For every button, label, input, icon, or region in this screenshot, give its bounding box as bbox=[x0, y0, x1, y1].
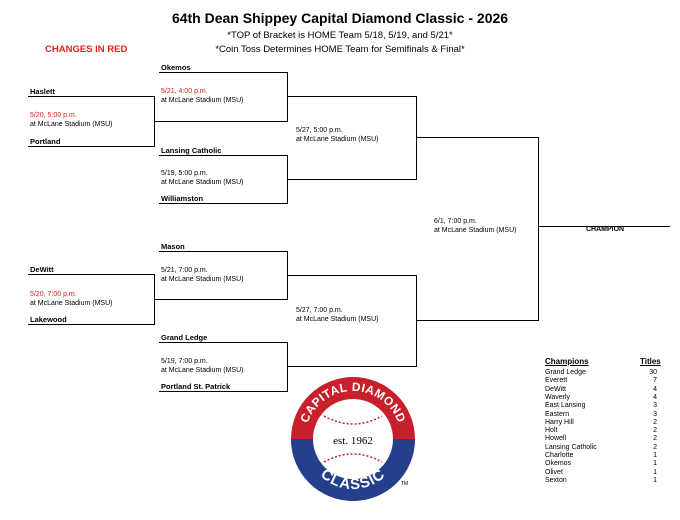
champions-row: Holt 2 bbox=[545, 427, 657, 436]
game-date: 5/21, 4:00 p.m. bbox=[161, 88, 208, 95]
subtitle-coin-toss: *Coin Toss Determines HOME Team for Semi… bbox=[215, 44, 465, 55]
champion-titles: 4 bbox=[653, 385, 657, 393]
champion-name: Holt bbox=[545, 427, 558, 435]
game-venue: at McLane Stadium (MSU) bbox=[296, 315, 379, 323]
team-haslett: Haslett bbox=[30, 87, 56, 96]
champion-name: Sexton bbox=[545, 476, 567, 484]
champion-name: East Lansing bbox=[545, 402, 586, 410]
game-info-r1b: 5/20, 7:00 p.m. at McLane Stadium (MSU) bbox=[30, 291, 112, 308]
game-date: 5/19, 5:00 p.m. bbox=[161, 170, 208, 177]
capital-diamond-classic-logo: CAPITAL DIAMOND est. 1962 CLASSIC TM bbox=[291, 377, 415, 501]
game-venue: at McLane Stadium (MSU) bbox=[161, 96, 244, 104]
game-date: 5/20, 5:00 p.m. bbox=[30, 112, 77, 119]
game-date: 5/21, 7:00 p.m. bbox=[161, 267, 208, 274]
game-info-qf1: 5/21, 4:00 p.m. at McLane Stadium (MSU) bbox=[161, 88, 243, 105]
champions-row: Lansing Catholic 2 bbox=[545, 444, 657, 453]
champion-name: Everett bbox=[545, 377, 568, 385]
champion-name: Charlotte bbox=[545, 452, 574, 459]
champion-name: Eastern bbox=[545, 410, 570, 418]
game-info-r1a: 5/20, 5:00 p.m. at McLane Stadium (MSU) bbox=[30, 112, 112, 129]
champions-row: Olivet 1 bbox=[545, 469, 657, 478]
champions-row: Howell 2 bbox=[545, 435, 657, 444]
team-portland: Portland bbox=[30, 137, 61, 146]
champion-name: Lansing Catholic bbox=[545, 443, 597, 451]
changes-note: CHANGES IN RED bbox=[45, 44, 128, 55]
svg-text:est. 1962: est. 1962 bbox=[333, 435, 373, 447]
game-venue: at McLane Stadium (MSU) bbox=[161, 366, 244, 374]
champion-name: Olivet bbox=[545, 468, 563, 476]
team-dewitt: DeWitt bbox=[30, 265, 54, 274]
champions-row: Okemos 1 bbox=[545, 460, 657, 469]
game-info-final: 6/1, 7:00 p.m. at McLane Stadium (MSU) bbox=[434, 218, 516, 235]
game-venue: at McLane Stadium (MSU) bbox=[161, 178, 244, 186]
champion-titles: 7 bbox=[653, 377, 657, 385]
game-date: 5/20, 7:00 p.m. bbox=[30, 291, 77, 298]
game-date: 5/19, 7:00 p.m. bbox=[161, 358, 208, 365]
champion-titles: 2 bbox=[653, 427, 657, 435]
svg-text:TM: TM bbox=[401, 481, 408, 487]
game-date: 5/27, 5:00 p.m. bbox=[296, 127, 343, 134]
team-lakewood: Lakewood bbox=[30, 315, 67, 324]
game-info-qf4: 5/19, 7:00 p.m. at McLane Stadium (MSU) bbox=[161, 358, 243, 375]
champion-name: Harry Hill bbox=[545, 418, 574, 426]
champion-name: Howell bbox=[545, 435, 567, 443]
champion-titles: 1 bbox=[653, 476, 657, 484]
game-date: 5/27, 7:00 p.m. bbox=[296, 307, 343, 314]
champions-row: DeWitt 4 bbox=[545, 386, 657, 395]
game-venue: at McLane Stadium (MSU) bbox=[30, 120, 113, 128]
game-info-sf1: 5/27, 5:00 p.m. at McLane Stadium (MSU) bbox=[296, 127, 378, 144]
champion-titles: 2 bbox=[653, 443, 657, 451]
team-lansing-catholic: Lansing Catholic bbox=[161, 146, 222, 155]
champion-titles: 3 bbox=[653, 402, 657, 410]
champion-titles: 4 bbox=[653, 393, 657, 401]
game-info-sf2: 5/27, 7:00 p.m. at McLane Stadium (MSU) bbox=[296, 307, 378, 324]
game-venue: at McLane Stadium (MSU) bbox=[296, 135, 379, 143]
titles-header: Titles bbox=[640, 357, 661, 366]
champion-label: CHAMPION bbox=[586, 226, 625, 233]
team-portland-st-patrick: Portland St. Patrick bbox=[161, 382, 231, 391]
champion-titles: 2 bbox=[653, 435, 657, 443]
champion-titles: 1 bbox=[653, 460, 657, 468]
game-venue: at McLane Stadium (MSU) bbox=[434, 226, 517, 234]
champion-titles: 1 bbox=[653, 452, 657, 459]
champions-row: Everett 7 bbox=[545, 377, 657, 386]
game-info-qf2: 5/19, 5:00 p.m. at McLane Stadium (MSU) bbox=[161, 170, 243, 187]
champions-row: Grand Ledge 30 bbox=[545, 369, 657, 378]
page-title: 64th Dean Shippey Capital Diamond Classi… bbox=[171, 10, 509, 26]
team-williamston: Williamston bbox=[161, 194, 204, 203]
team-okemos: Okemos bbox=[161, 63, 191, 72]
game-venue: at McLane Stadium (MSU) bbox=[30, 299, 113, 307]
game-date: 6/1, 7:00 p.m. bbox=[434, 218, 477, 225]
champion-name: Grand Ledge bbox=[545, 369, 586, 376]
champions-row: Sexton 1 bbox=[545, 477, 657, 486]
champion-name: DeWitt bbox=[545, 385, 566, 393]
game-info-qf3: 5/21, 7:00 p.m. at McLane Stadium (MSU) bbox=[161, 267, 243, 284]
champions-row: Charlotte 1 bbox=[545, 452, 657, 461]
subtitle-home-rule: *TOP of Bracket is HOME Team 5/18, 5/19,… bbox=[227, 30, 453, 41]
team-mason: Mason bbox=[161, 242, 185, 251]
champions-row: Eastern 3 bbox=[545, 411, 657, 420]
champions-header: Champions bbox=[545, 357, 589, 366]
champion-name: Waverly bbox=[545, 393, 571, 401]
team-grand-ledge: Grand Ledge bbox=[161, 333, 208, 342]
game-venue: at McLane Stadium (MSU) bbox=[161, 275, 244, 283]
champions-row: East Lansing 3 bbox=[545, 402, 657, 411]
champion-name: Okemos bbox=[545, 460, 572, 468]
champion-titles: 30 bbox=[649, 369, 657, 376]
champions-row: Waverly 4 bbox=[545, 394, 657, 403]
champion-titles: 2 bbox=[653, 418, 657, 426]
champion-titles: 1 bbox=[653, 468, 657, 476]
champions-row: Harry Hill 2 bbox=[545, 419, 657, 428]
champion-titles: 3 bbox=[653, 410, 657, 418]
